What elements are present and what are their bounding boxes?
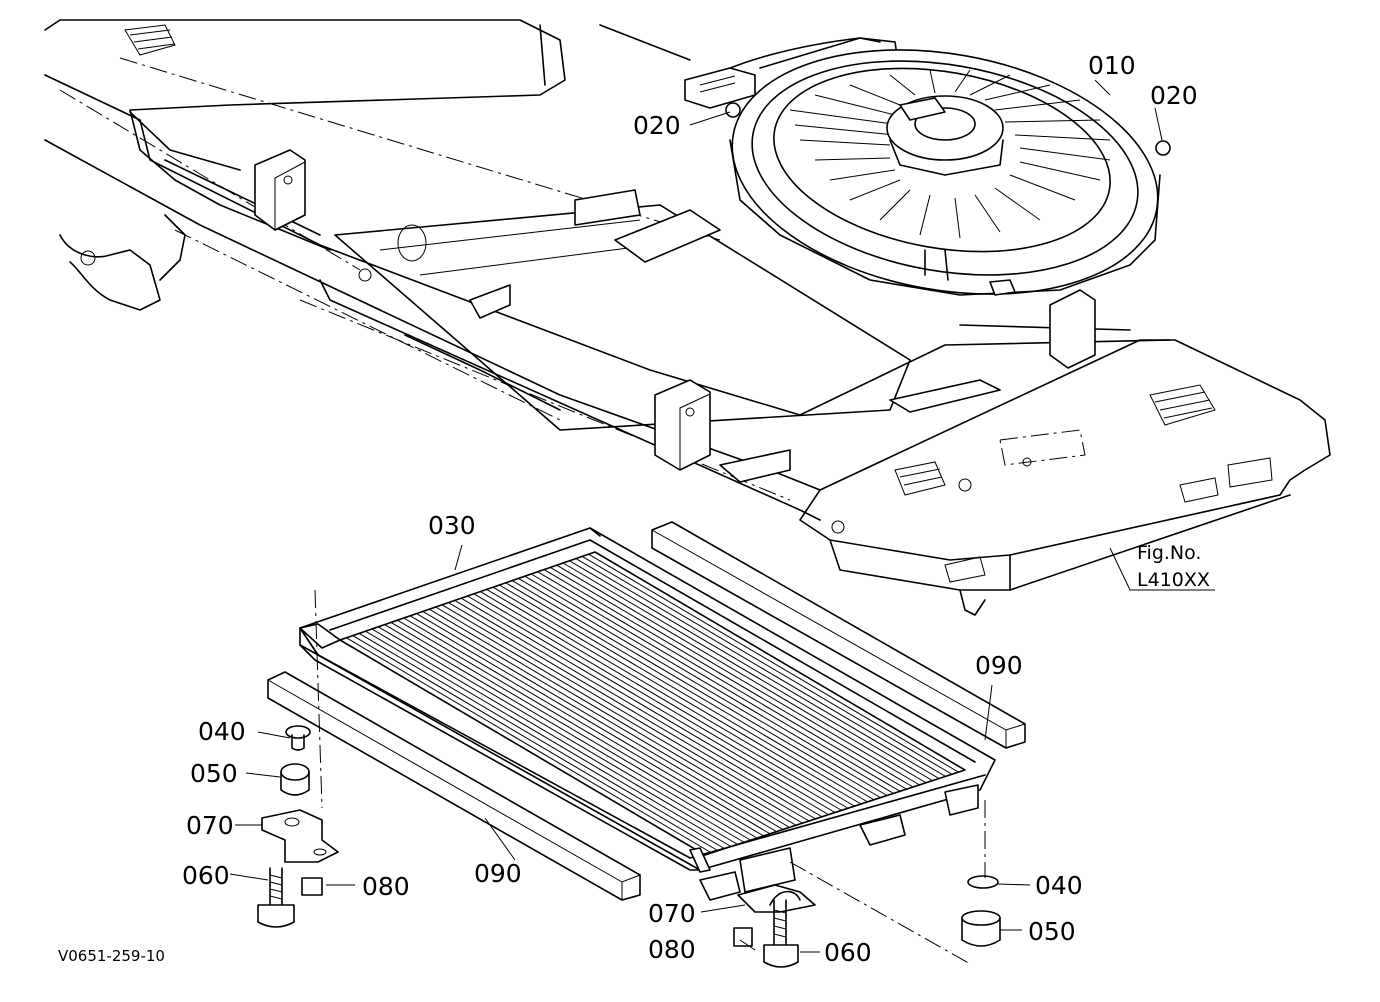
callout-grommet-right: 050: [1028, 917, 1076, 946]
seal-strip-rear: [651, 521, 1026, 749]
figure-label: Fig.No.: [1137, 542, 1201, 564]
condenser-core: [299, 527, 996, 901]
figure-number: L410XX: [1137, 569, 1210, 591]
hardware-left: [257, 589, 339, 928]
callout-fan: 010: [1088, 51, 1136, 80]
callout-bracket-left: 070: [186, 811, 234, 840]
leader-lines: [229, 79, 1215, 953]
condenser-fins: [346, 553, 959, 854]
callout-nut-small-left: 080: [362, 872, 410, 901]
callout-nut-left: 020: [633, 111, 681, 140]
callout-seal-front: 090: [474, 859, 522, 888]
drawing-code: V0651-259-10: [58, 947, 165, 965]
callout-collar-right: 040: [1035, 871, 1083, 900]
seal-strip-front: [267, 671, 641, 901]
callout-grommet-left: 050: [190, 759, 238, 788]
fan-motor-assembly: [684, 37, 1171, 296]
callout-condenser: 030: [428, 511, 476, 540]
callout-seal-rear: 090: [975, 651, 1023, 680]
hardware-right: [733, 800, 1001, 968]
callout-bracket-right: 070: [648, 899, 696, 928]
roof-frame: [44, 19, 1331, 616]
callout-collar-left: 040: [198, 717, 246, 746]
callout-bolt-left: 060: [182, 861, 230, 890]
callout-nut-small-right: 080: [648, 935, 696, 964]
fan-blade-ribs: [789, 69, 1111, 239]
callout-nut-right: 020: [1150, 81, 1198, 110]
callout-bolt-right: 060: [824, 938, 872, 967]
